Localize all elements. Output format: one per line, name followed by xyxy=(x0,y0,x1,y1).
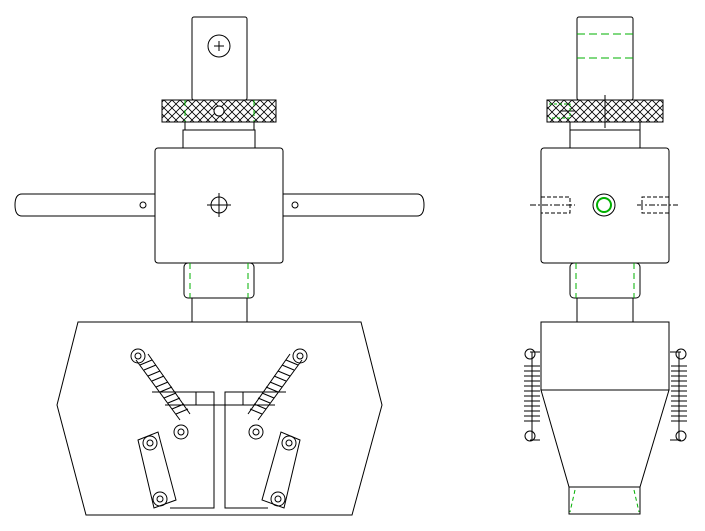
front-neck-lower xyxy=(191,297,248,323)
front-neck-hidden xyxy=(189,263,249,298)
front-handle-left xyxy=(14,193,155,217)
front-view xyxy=(14,16,425,516)
front-jaw-face-left xyxy=(152,391,215,509)
front-shaft xyxy=(191,16,248,101)
front-shaft-hole xyxy=(207,34,231,58)
side-shaft-hidden xyxy=(577,33,633,59)
front-shaft-hole-cross xyxy=(214,41,224,51)
front-handle-right-hole xyxy=(291,201,299,209)
side-spring-right xyxy=(670,348,687,442)
front-jaw-face-right xyxy=(224,391,286,509)
side-view xyxy=(524,16,687,515)
front-handle-left-hole xyxy=(139,201,147,209)
front-jaw-housing xyxy=(56,321,383,516)
front-lever-left xyxy=(137,431,177,509)
side-spring-left xyxy=(524,348,540,442)
side-collar-lower xyxy=(569,129,641,149)
side-neck-lower xyxy=(576,297,634,323)
front-spring-right xyxy=(247,353,303,421)
front-nut-hidden xyxy=(184,100,255,122)
front-collar-lower xyxy=(182,129,256,149)
side-jaw-housing xyxy=(540,321,670,391)
front-pivot-screws xyxy=(130,348,308,507)
side-center-hole-inner xyxy=(596,197,612,213)
front-collar xyxy=(184,121,255,131)
side-wedge-hidden xyxy=(569,489,640,513)
side-bore-right xyxy=(641,196,669,214)
side-threaded-neck xyxy=(569,262,641,299)
front-handle-right xyxy=(283,193,425,217)
side-wedge-taper xyxy=(540,389,670,515)
side-center-hole xyxy=(592,193,616,217)
side-nut-hidden xyxy=(549,103,571,119)
front-threaded-neck xyxy=(183,262,255,299)
front-lever-right xyxy=(261,431,301,509)
side-neck-hidden xyxy=(575,263,635,298)
front-spring-left xyxy=(135,353,191,421)
front-nut-hole xyxy=(213,105,225,117)
front-center-mark-cross xyxy=(207,193,231,217)
